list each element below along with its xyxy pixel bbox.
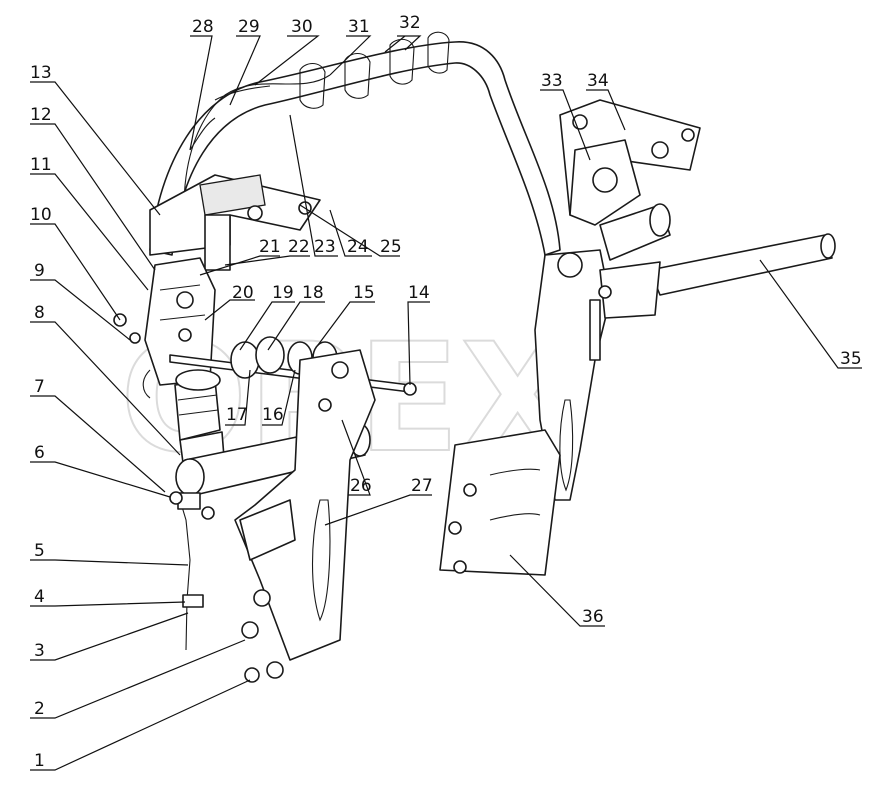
callout-12: 12 [30, 105, 52, 125]
cable-line [183, 74, 331, 231]
callout-26: 26 [350, 476, 372, 496]
callout-1: 1 [34, 751, 45, 771]
hose-clamps [299, 31, 450, 109]
callout-16: 16 [262, 405, 284, 425]
callout-25: 25 [380, 237, 402, 257]
callout-27: 27 [411, 476, 433, 496]
left-pedal-lever [234, 349, 376, 683]
callout-10: 10 [30, 205, 52, 225]
callout-8: 8 [34, 303, 45, 323]
callout-7: 7 [34, 377, 45, 397]
right-pedal-arm [534, 249, 611, 501]
callout-labels: 1 2 3 4 5 6 7 8 9 10 11 12 13 14 15 16 1… [30, 13, 862, 771]
right-shaft [598, 203, 836, 319]
callout-13: 13 [30, 63, 52, 83]
right-upper-bracket [559, 99, 701, 226]
callout-28: 28 [192, 17, 214, 37]
callout-32: 32 [399, 13, 421, 33]
callout-29: 29 [238, 17, 260, 37]
callout-9: 9 [34, 261, 45, 281]
callout-35: 35 [840, 349, 862, 369]
callout-31: 31 [348, 17, 370, 37]
callout-34: 34 [587, 71, 609, 91]
left-valve-block [113, 257, 216, 399]
arch-tube [149, 31, 561, 256]
assembly-drawing [113, 31, 836, 683]
callout-20: 20 [232, 283, 254, 303]
callout-21: 21 [259, 237, 281, 257]
adjust-rod [169, 491, 215, 651]
callout-4: 4 [34, 587, 45, 607]
callout-30: 30 [291, 17, 313, 37]
callout-33: 33 [541, 71, 563, 91]
callout-2: 2 [34, 699, 45, 719]
callout-11: 11 [30, 155, 52, 175]
upper-left-bracket [149, 174, 321, 271]
callout-6: 6 [34, 443, 45, 463]
callout-3: 3 [34, 641, 45, 661]
callout-22: 22 [288, 237, 310, 257]
callout-19: 19 [272, 283, 294, 303]
callout-5: 5 [34, 541, 45, 561]
callout-36: 36 [582, 607, 604, 627]
callout-18: 18 [302, 283, 324, 303]
callout-24: 24 [347, 237, 369, 257]
callout-23: 23 [314, 237, 336, 257]
leader-lines [30, 35, 862, 771]
callout-17: 17 [226, 405, 248, 425]
right-foot-plate [439, 429, 561, 576]
callout-15: 15 [353, 283, 375, 303]
callout-14: 14 [408, 283, 430, 303]
